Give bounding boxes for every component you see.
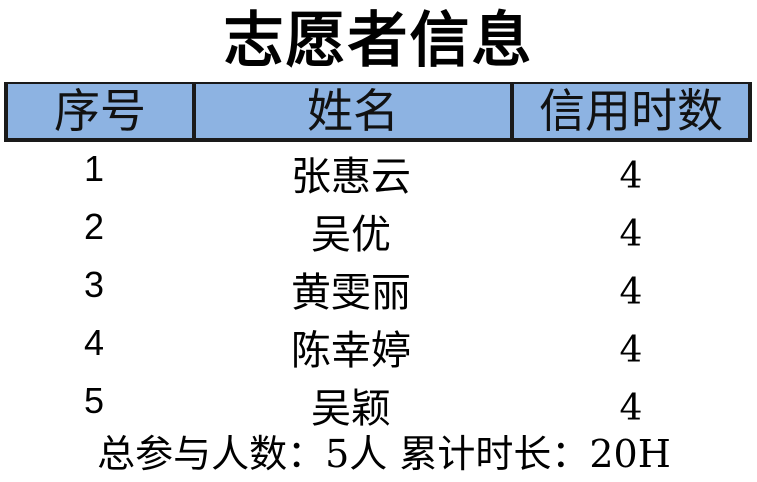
column-header-seq: 序号: [4, 84, 192, 138]
row-hours: 4: [619, 214, 643, 255]
row-hours: 4: [619, 156, 643, 197]
row-seq: 3: [83, 264, 105, 305]
table-row: 2 吴优 4: [4, 204, 752, 262]
table-header: 序号 姓名 信用时数: [4, 82, 752, 142]
column-header-name: 姓名: [192, 84, 510, 138]
row-hours: 4: [619, 330, 643, 371]
row-name: 吴优: [311, 212, 391, 258]
summary-text: 总参与人数：5人 累计时长：20H: [97, 432, 671, 476]
row-seq: 5: [83, 380, 105, 421]
row-hours: 4: [619, 388, 643, 429]
table-row: 3 黄雯丽 4: [4, 262, 752, 320]
table-body: 1 张惠云 4 2 吴优 4 3 黄雯丽 4 4 陈幸婷 4 5 吴颖 4: [4, 146, 752, 436]
row-name: 黄雯丽: [291, 270, 411, 316]
row-seq: 4: [83, 322, 105, 363]
row-name: 吴颖: [311, 386, 391, 432]
row-name: 陈幸婷: [291, 328, 411, 374]
row-seq: 2: [83, 206, 105, 247]
page-title: 志愿者信息: [223, 6, 534, 76]
row-name: 张惠云: [291, 154, 411, 200]
row-hours: 4: [619, 272, 643, 313]
table-row: 5 吴颖 4: [4, 378, 752, 436]
table-row: 1 张惠云 4: [4, 146, 752, 204]
column-header-hours: 信用时数: [510, 84, 752, 138]
row-seq: 1: [83, 148, 105, 189]
table-row: 4 陈幸婷 4: [4, 320, 752, 378]
